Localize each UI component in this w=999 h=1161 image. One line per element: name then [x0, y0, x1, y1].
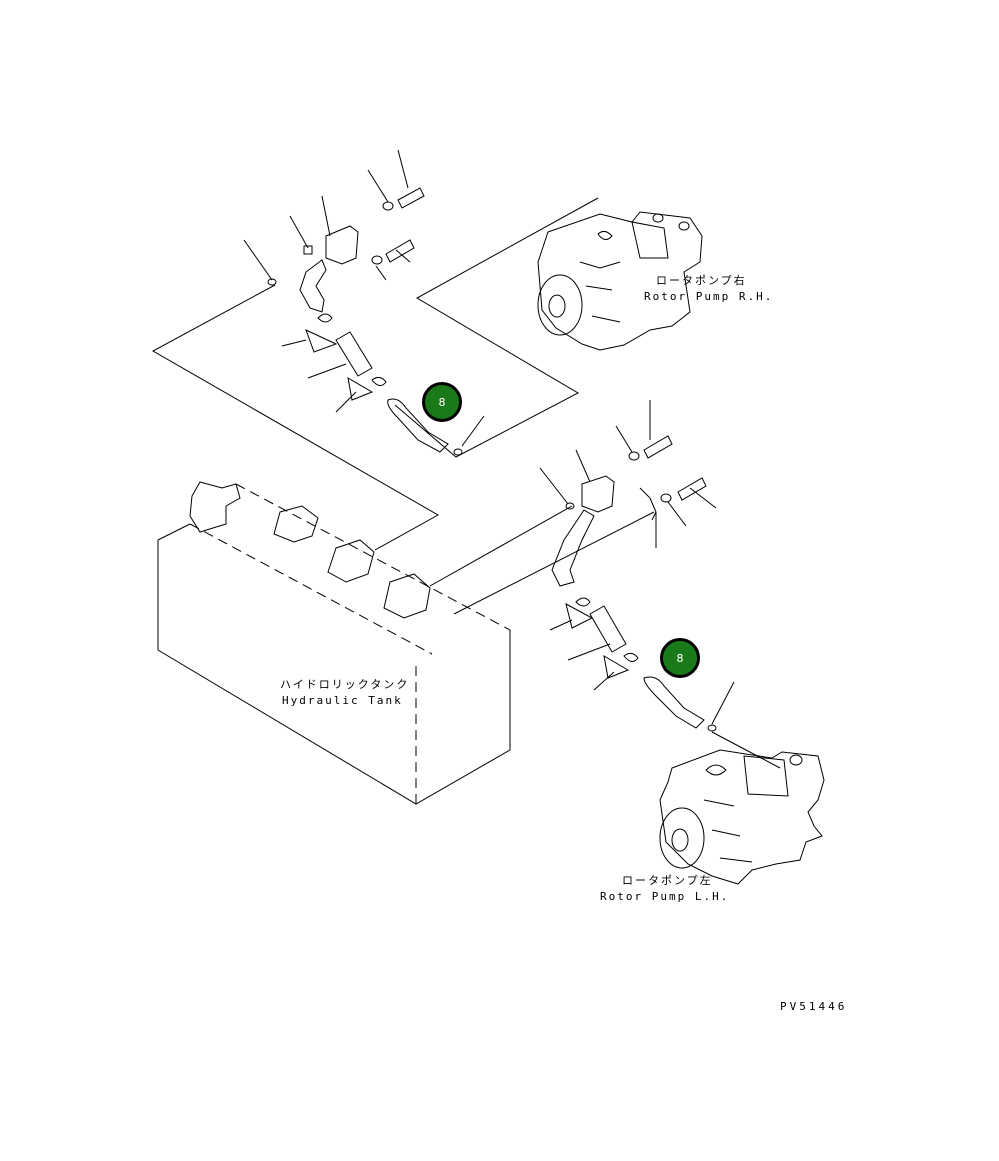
drawing-code: PV51446	[780, 1000, 848, 1013]
tank-label-jp: ハイドロリックタンク	[280, 678, 410, 691]
rotor-pump-lh	[659, 749, 825, 885]
pump-lh-label-en: Rotor Pump L.H.	[600, 890, 730, 903]
pump-rh-label-jp: ロータポンプ右	[656, 274, 747, 287]
rotor-pump-rh	[537, 211, 703, 351]
hydraulic-tank	[157, 481, 511, 805]
upper-frame	[394, 197, 599, 458]
upper-hose-parts	[267, 187, 463, 456]
callout-badge-upper[interactable]: 8	[422, 382, 462, 422]
callout-number: 8	[438, 395, 446, 409]
lower-hose-parts	[429, 435, 781, 769]
tank-label-en: Hydraulic Tank	[282, 694, 403, 707]
pump-rh-label-en: Rotor Pump R.H.	[644, 290, 774, 303]
leader-lines	[243, 149, 735, 725]
upper-frame-left	[151, 284, 440, 551]
pump-lh-label-jp: ロータポンプ左	[622, 874, 713, 887]
callout-badge-lower[interactable]: 8	[660, 638, 700, 678]
callout-number: 8	[676, 651, 684, 665]
